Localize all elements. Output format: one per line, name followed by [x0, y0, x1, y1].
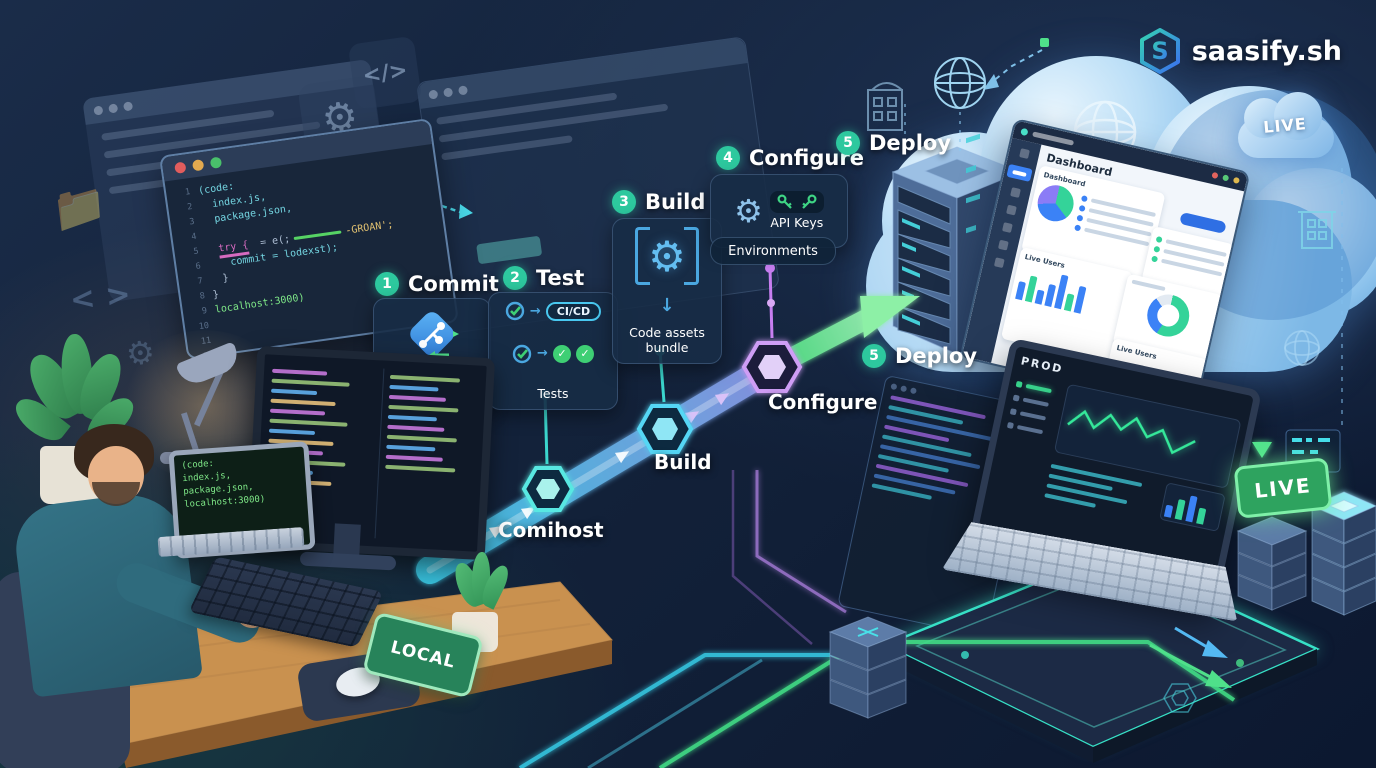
pipeline-node-label: Configure: [768, 390, 878, 414]
test-card-label: Tests: [537, 385, 569, 401]
developer-arm: [110, 557, 266, 649]
check-icon: ✓: [575, 344, 594, 363]
maximize-icon: [209, 155, 223, 169]
dashboard-button: [1179, 211, 1227, 234]
dashboard-logo-icon: [1020, 127, 1029, 136]
test-card: → CI/CD → ✓ ✓ Tests: [488, 292, 618, 410]
bundle-gear-icon: ⚙: [635, 227, 699, 285]
step-commit-header: 1 Commit: [375, 272, 499, 296]
pie-chart: [1034, 181, 1078, 225]
step-test-header: 2 Test: [503, 266, 584, 290]
configure-card: ⚙ API Keys: [710, 174, 848, 248]
brand-name: saasify.sh: [1191, 35, 1342, 67]
gear-icon: ⚙: [124, 332, 157, 374]
git-icon: [410, 312, 459, 359]
step-build-header: 3 Build: [612, 190, 705, 214]
close-icon: [174, 161, 187, 174]
angle-brackets-icon: < >: [68, 276, 133, 319]
building-icon: [867, 82, 903, 131]
cicd-badge: CI/CD: [545, 301, 602, 321]
step-label: Commit: [408, 272, 499, 296]
build-card-label: Code assets bundle: [629, 325, 705, 355]
gear-icon: ⚙: [734, 192, 763, 230]
plant-pot: [40, 446, 102, 504]
check-circle-icon: [505, 301, 525, 321]
step-label: Build: [645, 190, 706, 214]
minimize-icon: [1232, 176, 1240, 184]
step-label: Test: [536, 266, 585, 290]
minimize-icon: [191, 158, 205, 171]
arrow-down-icon: ↓: [659, 294, 675, 316]
brand-logo: S saasify.sh: [1139, 28, 1342, 74]
step-number-badge: 2: [503, 266, 527, 290]
live-cloud: LIVE: [1232, 92, 1338, 164]
green-rule: [293, 229, 342, 240]
developer: [11, 488, 203, 698]
step-deploy-header: 5 Deploy: [836, 131, 951, 155]
step-label: Deploy: [895, 344, 978, 368]
prod-laptop-screen: PROD: [965, 337, 1263, 607]
building-icon: [1298, 211, 1336, 249]
chair: [0, 572, 130, 768]
donut-chart: [1143, 290, 1194, 341]
close-icon: [1211, 171, 1219, 180]
desk: [39, 581, 613, 768]
svg-text:S: S: [1151, 37, 1168, 65]
prod-bar-chart: [1159, 482, 1226, 532]
step-number-badge: 3: [612, 190, 636, 214]
api-keys-label: API Keys: [770, 215, 824, 231]
step-number-badge: 5: [836, 131, 860, 155]
monitoring-line-chart: [1053, 383, 1242, 489]
pipeline-node-label: Build: [654, 450, 712, 474]
pipeline-deploy-label: 5 Deploy: [862, 344, 977, 368]
developer-face: [88, 446, 144, 504]
live-badge: LIVE: [1233, 457, 1333, 519]
step-number-badge: 5: [862, 344, 886, 368]
folder-icon: 📁: [49, 180, 110, 237]
laptop-screen: (code: index.js, package.json, localhost…: [168, 441, 316, 559]
laptop-keyboard: [157, 526, 305, 558]
build-card: ⚙ ↓ Code assets bundle: [612, 218, 722, 364]
step-label: Deploy: [869, 131, 952, 155]
local-sign: LOCAL: [362, 611, 484, 699]
step-number-badge: 1: [375, 272, 399, 296]
environments-pill: Environments: [710, 237, 836, 265]
keys-icon: [769, 191, 824, 214]
sidebar-active-item: [1006, 163, 1033, 182]
globe-icon: [1284, 330, 1320, 366]
arrow-icon: →: [529, 303, 541, 319]
developer-hair: [74, 424, 154, 482]
code-icon: </>: [347, 35, 423, 111]
keyboard: [188, 556, 384, 648]
maximize-icon: [1222, 174, 1230, 182]
commit-card-label: Code changes: [387, 385, 477, 401]
commit-card: Code changes: [373, 298, 491, 410]
pipeline-node-label: Comihost: [498, 518, 604, 542]
arrow-icon: →: [537, 346, 548, 362]
saasify-logo-icon: S: [1139, 28, 1180, 74]
check-circle-icon: [512, 344, 532, 364]
step-number-badge: 4: [716, 146, 740, 170]
check-icon: ✓: [552, 344, 571, 363]
